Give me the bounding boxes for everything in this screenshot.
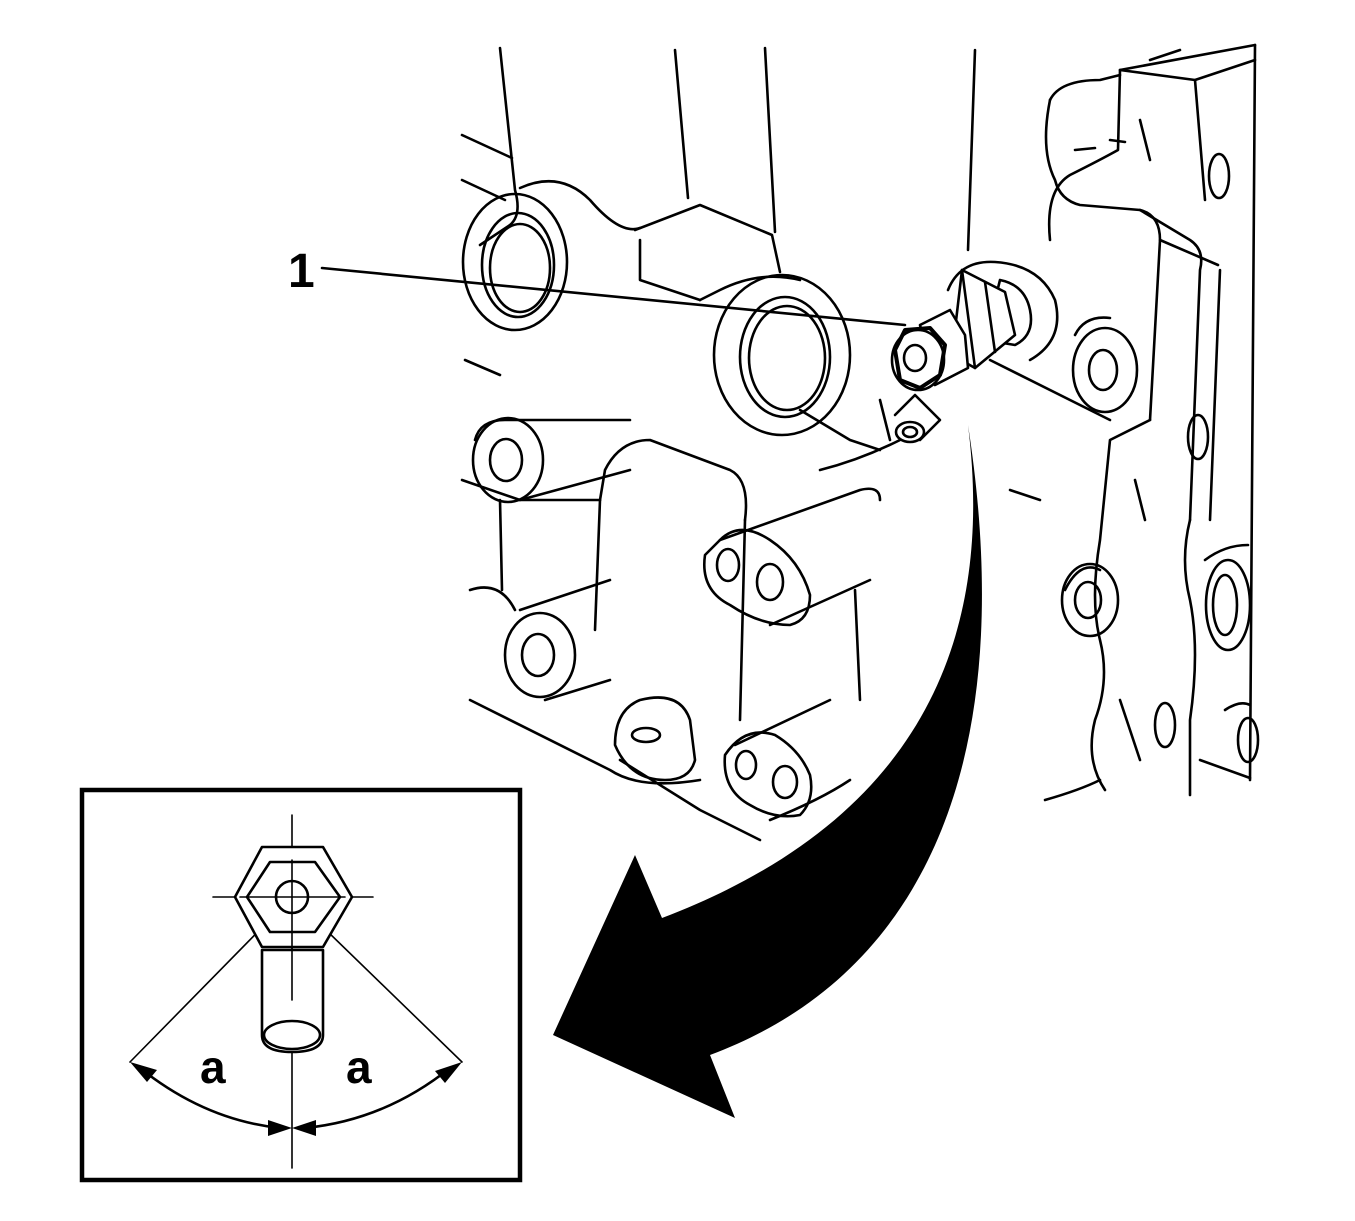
hex-fitting [890, 268, 1033, 392]
callout-1: 1 [288, 245, 907, 327]
detail-inset: a a [79, 787, 523, 1183]
curved-arrow-icon [553, 425, 982, 1118]
angle-label-right: a [346, 1041, 372, 1093]
angle-label-left: a [200, 1041, 226, 1093]
callout-number: 1 [288, 245, 315, 298]
side-plate [1044, 43, 1260, 797]
port-bosses [461, 192, 1139, 822]
callout-leader-line [320, 266, 907, 327]
